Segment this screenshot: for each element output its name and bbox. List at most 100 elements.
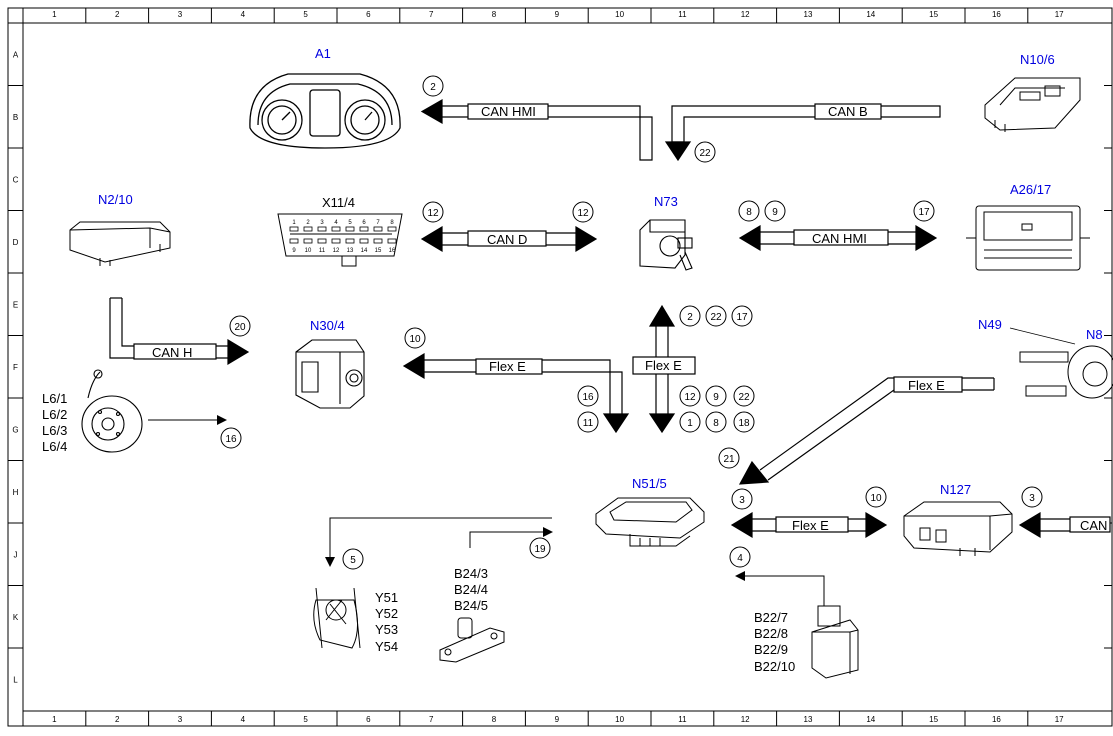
ref-22-low: 22: [738, 392, 750, 403]
label-l6-2: L6/2: [42, 407, 67, 422]
label-b22-8: B22/8: [754, 626, 788, 641]
diagnostic-connector-x11-4: [277, 213, 403, 267]
grid-column-label: 10: [615, 715, 624, 724]
connector-pin: [303, 238, 313, 244]
grid-row-label: D: [13, 238, 19, 247]
connector-pin-label: 4: [334, 220, 338, 226]
instrument-cluster-a1: [249, 73, 401, 149]
ref-12-left: 12: [427, 208, 439, 219]
grid-column-label: 16: [992, 715, 1001, 724]
grid-labels: 1122334455667788991010111112121313141415…: [12, 10, 1064, 724]
bus-can-hmi-right: [738, 224, 938, 252]
grid-column-label: 6: [366, 10, 371, 19]
ref-8: 8: [746, 207, 752, 218]
grid-column-label: 3: [178, 715, 183, 724]
grid-row-label: F: [13, 363, 18, 372]
grid-column-label: 17: [1055, 715, 1064, 724]
grid-column-label: 8: [492, 10, 497, 19]
label-y51: Y51: [375, 590, 398, 605]
connector-pin: [345, 238, 355, 244]
connector-pin: [331, 226, 341, 232]
ref-4: 4: [737, 553, 743, 564]
grid-row-label: G: [12, 425, 18, 434]
grid-column-label: 14: [866, 10, 875, 19]
connector-pin: [289, 226, 299, 232]
label-n127: N127: [940, 482, 971, 497]
ref-11: 11: [583, 418, 594, 429]
sensor-b24: [439, 617, 505, 663]
connector-pin: [331, 238, 341, 244]
ref-2-mid: 2: [687, 312, 693, 323]
grid-row-label: A: [13, 50, 19, 59]
label-l6-1: L6/1: [42, 391, 67, 406]
module-n10-6: [984, 77, 1081, 132]
grid-row-label: J: [14, 550, 18, 559]
connector-pin-label: 5: [348, 220, 352, 226]
bus-label-can-d: CAN D: [487, 232, 527, 247]
label-b24-5: B24/5: [454, 598, 488, 613]
grid-column-label: 1: [52, 10, 57, 19]
grid-column-label: 10: [615, 10, 624, 19]
grid-row-label: C: [13, 175, 19, 184]
connector-pin: [289, 238, 299, 244]
connector-pin-label: 16: [389, 248, 396, 254]
bus-flex-e-left: [402, 352, 630, 434]
label-b24-3: B24/3: [454, 566, 488, 581]
bus-label-can-hmi-right: CAN HMI: [812, 231, 867, 246]
module-n127: [903, 501, 1013, 556]
ref-10-left: 10: [409, 334, 421, 345]
bus-can-h: [109, 297, 250, 366]
label-n73: N73: [654, 194, 678, 209]
wheel-speed-sensor-l6: [81, 369, 143, 453]
ref-9-low: 9: [713, 392, 719, 403]
label-a1: A1: [315, 46, 331, 61]
bus-flex-e-diag: [738, 376, 995, 485]
ref-5: 5: [350, 555, 356, 566]
grid-row-label: B: [13, 113, 18, 122]
bus-flex-e-center: [632, 304, 696, 434]
connector-pin-label: 8: [390, 220, 394, 226]
label-b24-4: B24/4: [454, 582, 488, 597]
grid-row-label: E: [13, 300, 18, 309]
connector-pin: [373, 238, 383, 244]
bus-can-partial: [1018, 511, 1111, 539]
grid-column-label: 15: [929, 10, 938, 19]
label-a26-17: A26/17: [1010, 182, 1051, 197]
bus-label-can-b: CAN B: [828, 104, 868, 119]
module-n2-10: [69, 221, 171, 266]
ref-16-mid: 16: [582, 392, 594, 403]
connector-pin-label: 9: [292, 248, 296, 254]
bus-label-flex-e-center: Flex E: [645, 358, 682, 373]
grid-row-label: H: [13, 488, 19, 497]
grid-column-label: 16: [992, 10, 1001, 19]
head-unit-a26-17: [966, 205, 1090, 271]
ref-3-right: 3: [1029, 493, 1035, 504]
ref-1: 1: [687, 418, 693, 429]
ref-10-right: 10: [870, 493, 882, 504]
ref-21: 21: [723, 454, 735, 465]
bus-can-hmi-top: [420, 98, 653, 161]
grid-ruler: [8, 8, 1112, 726]
ref-16-left: 16: [225, 434, 237, 445]
connector-pin-label: 12: [333, 248, 340, 254]
connector-pin-label: 15: [375, 248, 382, 254]
bus-can-d: [420, 225, 598, 253]
ref-18: 18: [738, 418, 750, 429]
bus-label-can-partial: CAN: [1080, 518, 1107, 533]
connector-pin: [373, 226, 383, 232]
grid-column-label: 8: [492, 715, 497, 724]
bus-label-can-h: CAN H: [152, 345, 192, 360]
grid-row-label: L: [13, 675, 18, 684]
label-l6-4: L6/4: [42, 439, 67, 454]
grid-column-label: 1: [52, 715, 57, 724]
connector-pin: [317, 238, 327, 244]
label-n2-10: N2/10: [98, 192, 133, 207]
solenoid-valves-y51-54: [313, 587, 361, 649]
grid-column-label: 13: [804, 715, 813, 724]
ref-9-top: 9: [772, 207, 778, 218]
connector-pin-label: 2: [306, 220, 310, 226]
ref-3-left: 3: [739, 495, 745, 506]
esp-unit-n30-4: [295, 339, 365, 409]
